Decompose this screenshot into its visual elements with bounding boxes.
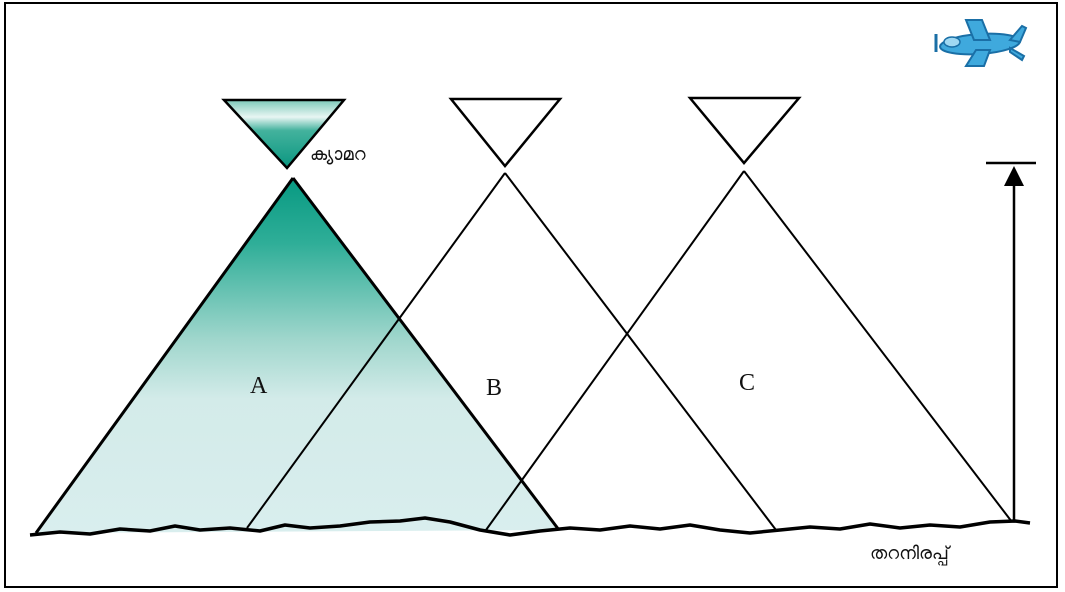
footprint-b-right-edge: [505, 173, 776, 530]
airplane-icon: [936, 20, 1026, 66]
height-arrowhead: [1004, 166, 1024, 186]
label-b: B: [486, 376, 502, 400]
camera-c: [690, 98, 799, 163]
label-camera: ക്യാമറ: [310, 145, 366, 165]
footprint-a: [36, 180, 559, 533]
label-c: C: [739, 371, 755, 395]
footprint-c-right-edge: [744, 171, 1012, 522]
camera-b: [451, 99, 560, 166]
label-ground-level: തറനിരപ്പ്: [870, 544, 949, 564]
footprint-c-left-edge: [486, 171, 744, 530]
label-a: A: [250, 374, 267, 398]
